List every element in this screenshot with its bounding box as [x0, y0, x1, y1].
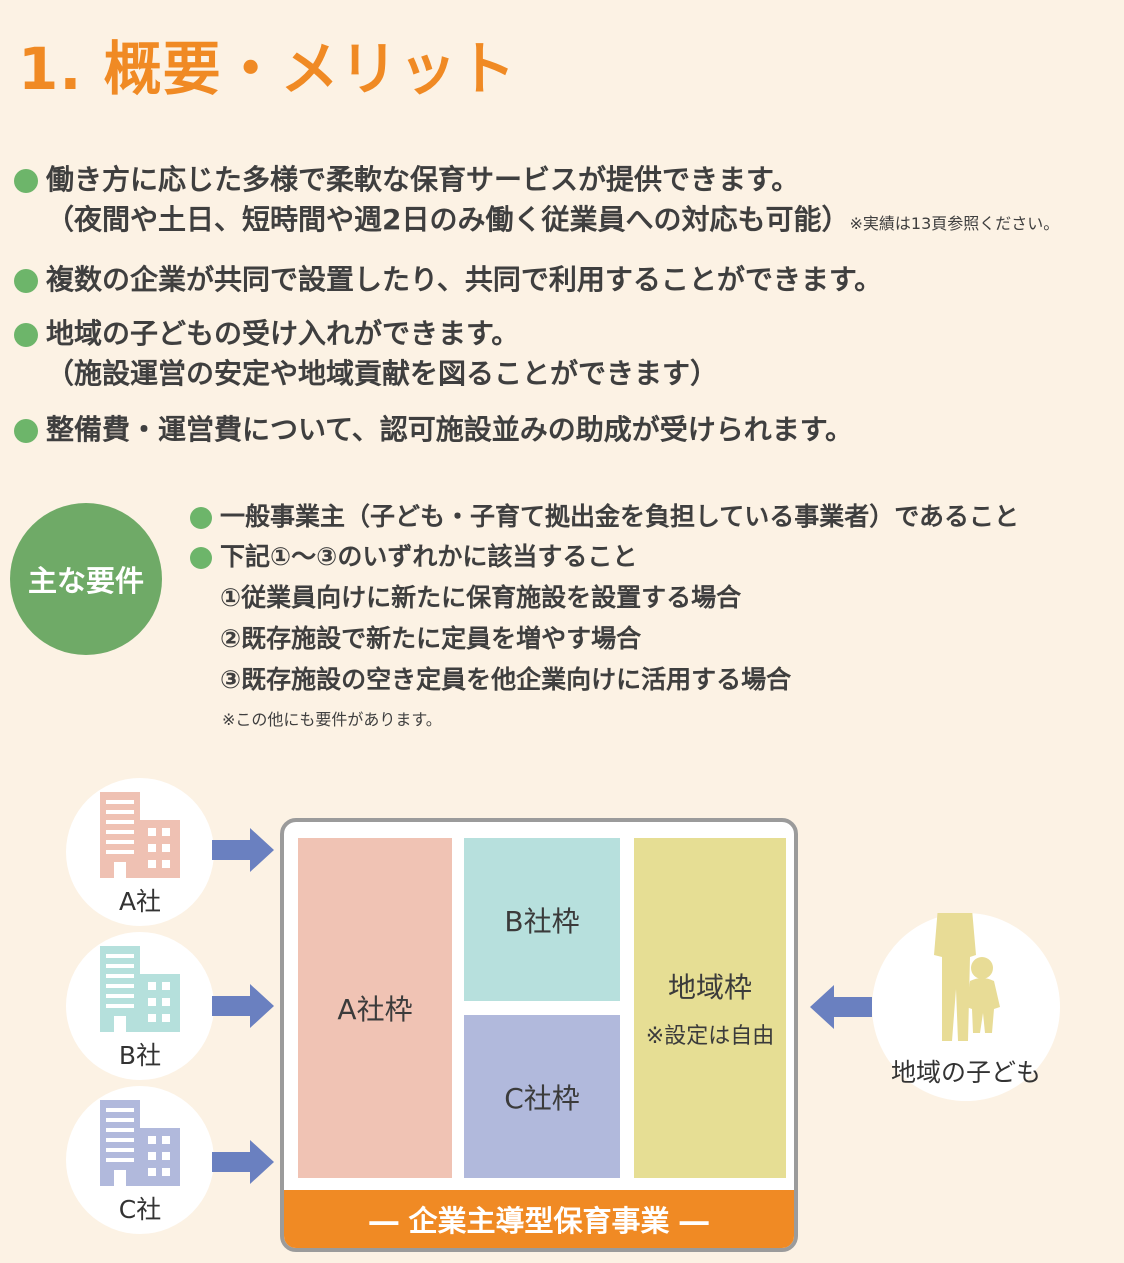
arrow-left-icon: [810, 985, 872, 1029]
requirement-subitem-3: ③既存施設の空き定員を他企業向けに活用する場合: [220, 665, 792, 694]
bullet-dot-icon: [14, 323, 38, 347]
facility-frame: A社枠 B社枠 C社枠 地域枠 ※設定は自由 ― 企業主導型保育事業 ―: [280, 818, 798, 1252]
arrow-right-icon: [212, 1140, 274, 1184]
slot-company-c: C社枠: [464, 1015, 620, 1178]
building-icon: [100, 792, 180, 878]
page-title: 1. 概要・メリット: [18, 35, 517, 103]
parent-child-silhouette-icon: [934, 913, 1000, 1041]
bullet-dot-icon: [190, 547, 212, 569]
requirement-text: 下記①〜③のいずれかに該当すること: [220, 542, 638, 571]
merit-text: 働き方に応じた多様で柔軟な保育サービスが提供できます。: [46, 163, 800, 196]
bullet-dot-icon: [14, 269, 38, 293]
merit-text: 地域の子どもの受け入れができます。: [46, 317, 520, 350]
slot-label: A社枠: [337, 993, 413, 1026]
merit-item-1: 働き方に応じた多様で柔軟な保育サービスが提供できます。 （夜間や土日、短時間や週…: [14, 160, 1114, 244]
merit-item-4: 整備費・運営費について、認可施設並みの助成が受けられます。: [14, 410, 1114, 450]
company-label: B社: [118, 1041, 162, 1070]
merit-text: 複数の企業が共同で設置したり、共同で利用することができます。: [46, 263, 883, 296]
merit-list: 働き方に応じた多様で柔軟な保育サービスが提供できます。 （夜間や土日、短時間や週…: [14, 160, 1114, 450]
slot-label: B社枠: [504, 904, 580, 938]
arrow-right-icon: [212, 828, 274, 872]
merit-item-2: 複数の企業が共同で設置したり、共同で利用することができます。: [14, 260, 1114, 300]
requirements-list: 一般事業主（子ども・子育て拠出金を負担している事業者）であること 下記①〜③のい…: [190, 497, 1110, 740]
slot-note: ※設定は自由: [645, 1024, 775, 1049]
requirements-badge: 主な要件: [10, 503, 162, 655]
bullet-dot-icon: [14, 419, 38, 443]
merit-note: ※実績は13頁参照ください。: [849, 214, 1060, 233]
slot-label: 地域枠: [667, 971, 752, 1004]
merit-subtext: （施設運営の安定や地域貢献を図ることができます）: [46, 357, 719, 390]
company-label: C社: [118, 1195, 162, 1224]
local-children-label: 地域の子ども: [890, 1058, 1041, 1087]
merit-text: 整備費・運営費について、認可施設並みの助成が受けられます。: [46, 413, 853, 446]
requirement-subitem-2: ②既存施設で新たに定員を増やす場合: [220, 624, 642, 653]
slot-local: 地域枠 ※設定は自由: [634, 838, 786, 1178]
local-children: 地域の子ども: [872, 913, 1060, 1101]
company-b: B社: [66, 932, 214, 1080]
building-icon: [100, 946, 180, 1032]
bullet-dot-icon: [14, 169, 38, 193]
requirement-item-2: 下記①〜③のいずれかに該当すること: [190, 537, 1110, 577]
requirement-note: ※この他にも要件があります。: [222, 710, 442, 729]
requirement-item-1: 一般事業主（子ども・子育て拠出金を負担している事業者）であること: [190, 497, 1110, 537]
company-label: A社: [118, 887, 162, 916]
program-name-bar: ― 企業主導型保育事業 ―: [284, 1190, 794, 1248]
company-a: A社: [66, 778, 214, 926]
requirement-subitem-1: ①従業員向けに新たに保育施設を設置する場合: [220, 583, 742, 612]
arrow-right-icon: [212, 984, 274, 1028]
company-c: C社: [66, 1086, 214, 1234]
slot-label: C社枠: [504, 1081, 580, 1115]
merit-subtext: （夜間や土日、短時間や週2日のみ働く従業員への対応も可能）※実績は13頁参照くだ…: [46, 203, 1060, 236]
building-icon: [100, 1100, 180, 1186]
slot-company-a: A社枠: [298, 838, 452, 1178]
requirement-text: 一般事業主（子ども・子育て拠出金を負担している事業者）であること: [220, 502, 1020, 531]
slot-company-b: B社枠: [464, 838, 620, 1001]
merit-item-3: 地域の子どもの受け入れができます。 （施設運営の安定や地域貢献を図ることができま…: [14, 314, 1114, 394]
bullet-dot-icon: [190, 507, 212, 529]
